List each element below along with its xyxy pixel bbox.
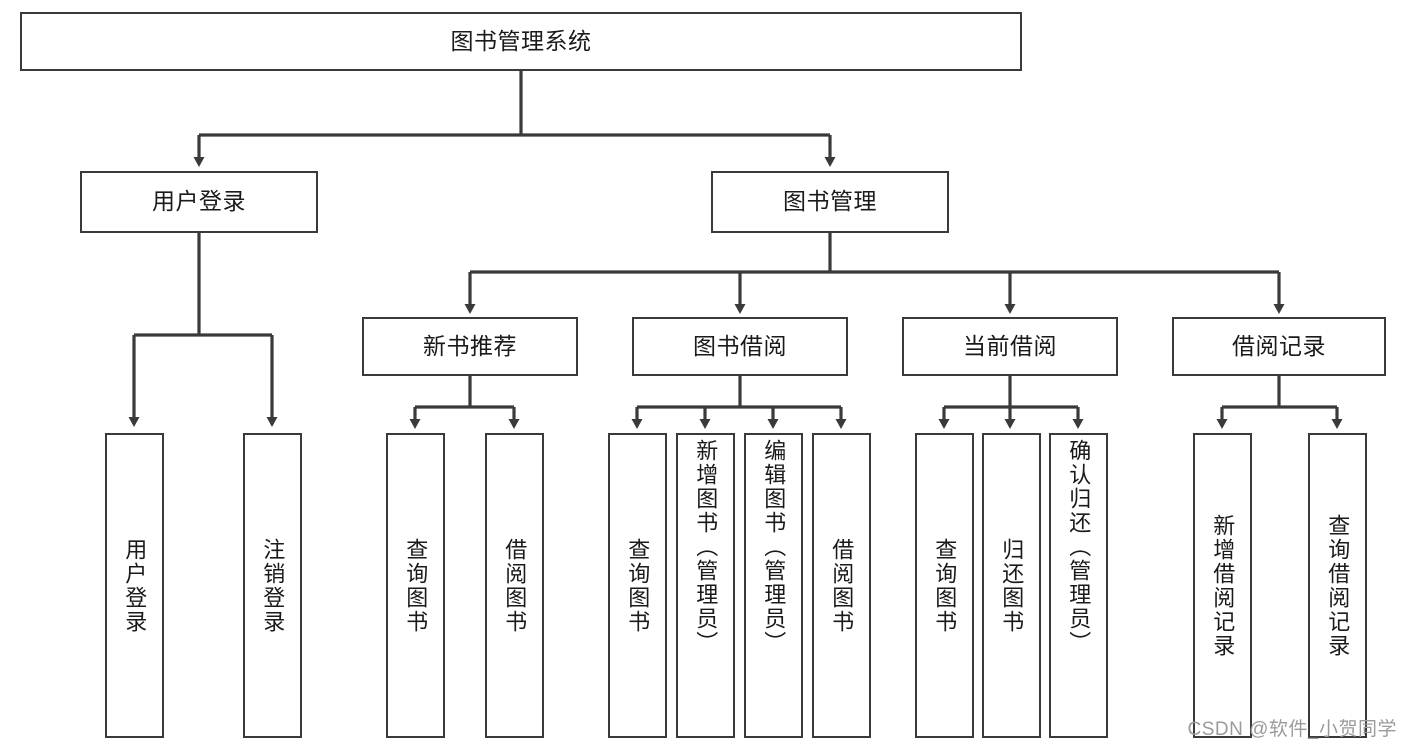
node-current-borrow-label: 当前借阅: [963, 332, 1057, 359]
leaf-add-book[interactable]: 新增图书（管理员）: [676, 433, 735, 738]
leaf-user-login-label: 用户登录: [122, 537, 148, 634]
leaf-add-record-label: 新增借阅记录: [1210, 513, 1236, 658]
watermark: CSDN @软件_小贺同学: [1187, 719, 1397, 740]
leaf-query-record-label: 查询借阅记录: [1325, 513, 1351, 658]
leaf-add-book-label: 新增图书（管理员）: [693, 439, 719, 655]
leaf-return-book-label: 归还图书: [999, 537, 1025, 634]
leaf-return-book[interactable]: 归还图书: [982, 433, 1041, 738]
node-current-borrow[interactable]: 当前借阅: [902, 317, 1118, 376]
leaf-confirm-return-label: 确认归还（管理员）: [1066, 439, 1092, 655]
leaf-query-book-1[interactable]: 查询图书: [386, 433, 445, 738]
leaf-user-login[interactable]: 用户登录: [105, 433, 164, 738]
node-borrow-record[interactable]: 借阅记录: [1172, 317, 1386, 376]
node-book-borrow[interactable]: 图书借阅: [632, 317, 848, 376]
leaf-edit-book[interactable]: 编辑图书（管理员）: [744, 433, 803, 738]
node-book-borrow-label: 图书借阅: [693, 332, 787, 359]
leaf-borrow-book-2[interactable]: 借阅图书: [812, 433, 871, 738]
leaf-query-book-3-label: 查询图书: [932, 537, 958, 634]
leaf-borrow-book-1[interactable]: 借阅图书: [485, 433, 544, 738]
node-root[interactable]: 图书管理系统: [20, 12, 1022, 71]
leaf-borrow-book-1-label: 借阅图书: [502, 537, 528, 634]
node-user-login[interactable]: 用户登录: [80, 171, 318, 233]
leaf-add-record[interactable]: 新增借阅记录: [1193, 433, 1252, 738]
leaf-query-book-1-label: 查询图书: [403, 537, 429, 634]
node-book-management-label: 图书管理: [783, 188, 877, 215]
node-user-login-label: 用户登录: [152, 188, 246, 215]
leaf-query-record[interactable]: 查询借阅记录: [1308, 433, 1367, 738]
leaf-confirm-return[interactable]: 确认归还（管理员）: [1049, 433, 1108, 738]
leaf-logout-label: 注销登录: [260, 537, 286, 634]
leaf-borrow-book-2-label: 借阅图书: [829, 537, 855, 634]
leaf-query-book-2-label: 查询图书: [625, 537, 651, 634]
leaf-edit-book-label: 编辑图书（管理员）: [761, 439, 787, 655]
leaf-query-book-2[interactable]: 查询图书: [608, 433, 667, 738]
node-book-management[interactable]: 图书管理: [711, 171, 949, 233]
leaf-logout[interactable]: 注销登录: [243, 433, 302, 738]
node-new-book-recommend[interactable]: 新书推荐: [362, 317, 578, 376]
leaf-query-book-3[interactable]: 查询图书: [915, 433, 974, 738]
node-new-book-recommend-label: 新书推荐: [423, 332, 517, 359]
node-borrow-record-label: 借阅记录: [1232, 332, 1326, 359]
node-root-label: 图书管理系统: [450, 27, 592, 54]
